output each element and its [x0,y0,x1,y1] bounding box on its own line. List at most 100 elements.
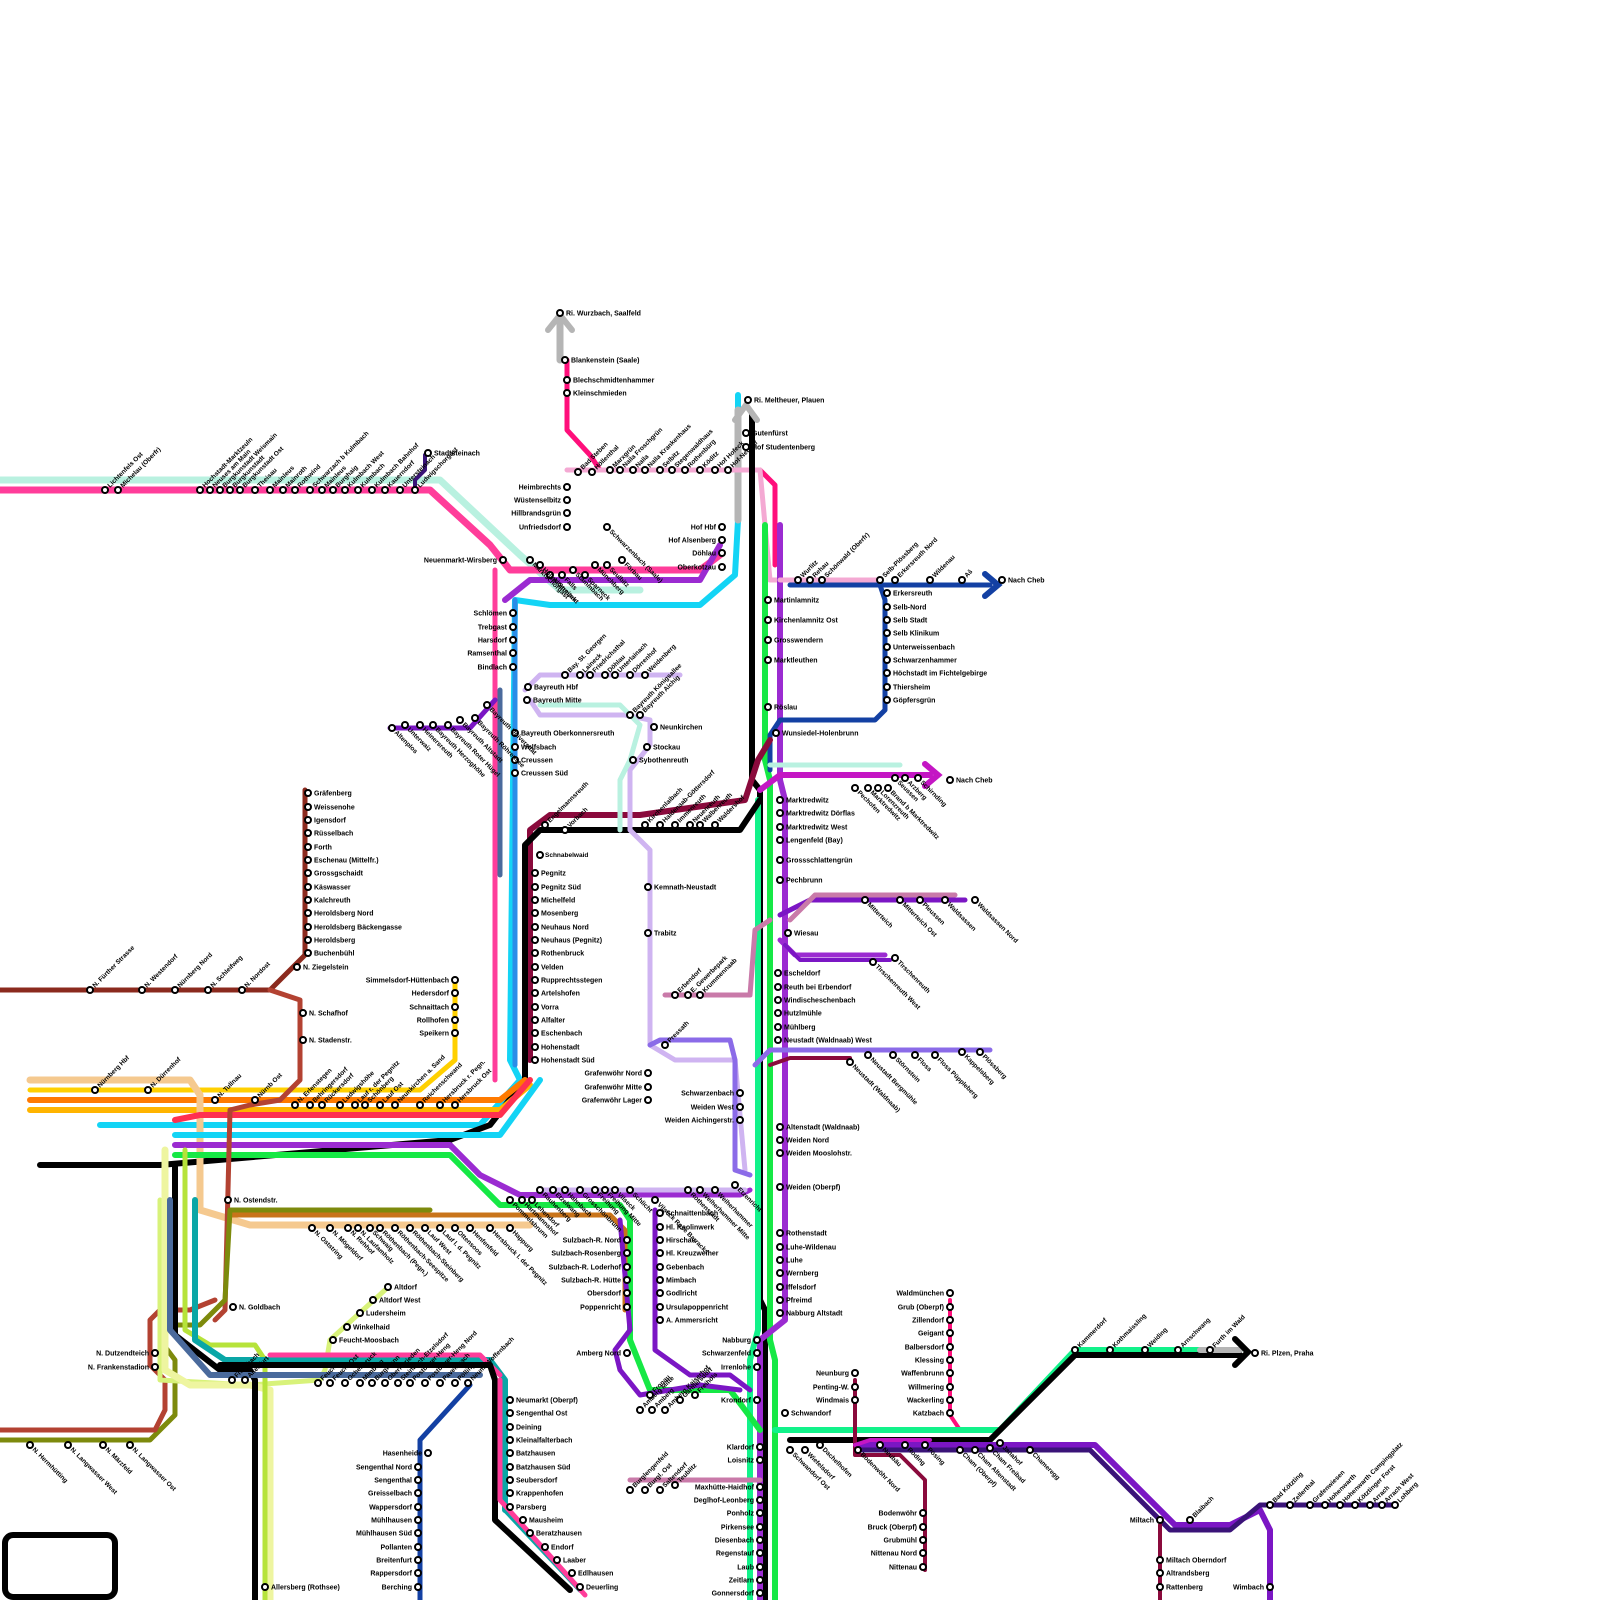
station-dot-batzhausen_sued [506,1463,514,1471]
station-dot-pechofen [851,784,859,792]
station-label-altenstadt: Altenstadt (Waldnaab) [786,1125,860,1132]
line-black-regensburg [217,1362,573,1593]
station-dot-kothmaissling [1106,1346,1114,1354]
station-label-n_maerzfeld: N. Märzfeld [104,1446,133,1475]
station-dot-iffelsdorf [776,1283,784,1291]
station-dot-wiefelsdorf [801,1446,809,1454]
station-dot-vilseck_rose [651,1196,659,1204]
station-label-chameregg: Chameregg [1031,1451,1061,1481]
station-label-neunburg: Neunburg [816,1371,849,1378]
station-label-wildenau: Wildenau [931,554,956,579]
station-dot-burghaig [329,486,337,494]
station-label-unfriedsdorf: Unfriedsdorf [519,525,562,532]
station-label-muehlhausen_sued: Mühlhausen Süd [356,1531,412,1538]
station-dot-pfreimd [776,1296,784,1304]
station-dot-sulzbach_nord [623,1236,631,1244]
station-dot-freihung_mitte [601,1186,609,1194]
station-dot-marktleuthen [764,656,772,664]
station-label-sybothenreuth: Sybothenreuth [639,758,688,765]
station-label-seubersdorf: Seubersdorf [516,1478,558,1485]
station-dot-wiesau [784,929,792,937]
station-dot-pilling [451,1379,459,1387]
station-dot-e_gewerbepark [684,991,692,999]
station-label-kleinschmieden: Kleinschmieden [573,391,627,398]
station-dot-nach_cheb_1 [998,576,1006,584]
line-rust-hersbruck [0,1297,218,1433]
station-dot-cham_altenstadt [971,1446,979,1454]
station-dot-roding [901,1441,909,1449]
station-label-schwandorf: Schwandorf [791,1411,832,1418]
station-label-breitenfurt: Breitenfurt [376,1558,412,1565]
station-dot-hersbruck_ost [451,1101,459,1109]
station-label-thiersheim: Thiersheim [893,685,930,692]
station-label-hohenstadt_sued: Hohenstadt Süd [541,1058,595,1065]
line-magenta-bodenwoehr [853,1438,932,1447]
station-dot-hoellenthal [588,468,596,476]
station-label-marktredwitz: Marktredwitz [786,798,829,805]
station-dot-immenreuth [671,821,679,829]
station-label-pegnitz_sued: Pegnitz Süd [541,885,581,892]
line-orange-pegnitz [27,1077,528,1103]
station-dot-ramsenthal [509,649,517,657]
station-label-ursulapoppenricht: Ursulapoppenricht [666,1305,729,1312]
station-dot-obersdorf [623,1289,631,1297]
station-dot-chameregg [1026,1446,1034,1454]
station-dot-oberkotzau [718,563,726,571]
station-dot-unfriedsdorf [563,523,571,531]
station-dot-roethenbach_steinberg [406,1224,414,1232]
station-dot-n_dutzendteich [151,1349,159,1357]
station-dot-n_fuerther_strasse [86,986,94,994]
station-dot-amberg_kaiserhof [661,1406,669,1414]
station-label-kalchreuth: Kalchreuth [314,898,351,905]
station-label-sulzbach_loderhof: Sulzbach-R. Loderhof [549,1265,622,1272]
station-dot-ochenbruck [341,1379,349,1387]
station-dot-escheldorf [774,969,782,977]
station-label-oberkotzau: Oberkotzau [677,565,716,572]
station-dot-gebenbach [656,1263,664,1271]
station-dot-igensdorf [304,816,312,824]
station-label-neunkirchen_sand: Neunkirchen a. Sand [396,1054,446,1104]
station-label-klardorf: Klardorf [727,1445,755,1452]
station-dot-hof_studentenberg [742,443,750,451]
station-dot-nach_cheb_2 [946,776,954,784]
station-label-ramsenthal: Ramsenthal [467,651,507,658]
station-label-n_schafhof: N. Schafhof [309,1011,349,1018]
station-label-n_langwasser_ost: N. Langwasser Ost [131,1446,178,1493]
station-dot-velden [531,963,539,971]
station-dot-fischbach [228,1376,236,1384]
line-indigo-stadtsteinach [413,453,427,492]
station-dot-zeitlarn [756,1576,764,1584]
station-dot-altdorf [384,1283,392,1291]
station-dot-neustadt_waldnaab [846,1058,854,1066]
station-dot-sengenthal [414,1476,422,1484]
station-label-pirkensee: Pirkensee [721,1525,754,1532]
station-dot-kammerdorf [1071,1346,1079,1354]
station-dot-waldershof [711,821,719,829]
station-dot-neuhaus_nord [531,923,539,931]
station-label-wackerling: Wackerling [907,1398,944,1405]
station-label-schoenwald: Schönwald (Oberfr) [823,532,871,580]
station-label-gonnersdorf: Gonnersdorf [712,1591,755,1598]
station-dot-bayreuth_roehrensee [471,714,479,722]
station-label-harsdorf: Harsdorf [478,638,508,645]
station-dot-kirchenlaibach [641,821,649,829]
station-label-waldsassen_nord: Waldsassen Nord [976,901,1019,944]
station-dot-nuernberg_nord [171,986,179,994]
station-dot-vorra [531,1003,539,1011]
station-dot-n_hermhuetting [26,1441,34,1449]
station-label-laaber: Laaber [563,1558,586,1565]
station-label-allersberg: Allersberg (Rothsee) [271,1585,340,1592]
station-dot-heroldsberg [304,936,312,944]
station-label-miltach: Miltach [1130,1518,1154,1525]
station-dot-hof_hofeck [711,466,719,474]
station-label-creussen: Creussen [521,758,553,765]
station-label-winkelhaid: Winkelhaid [353,1325,390,1332]
station-label-hof_hbf: Hof Hbf [691,525,717,532]
station-dot-trebgast [509,623,517,631]
station-dot-weissenohe [304,803,312,811]
station-label-marktredwitz_doerflas: Marktredwitz Dörflas [786,811,855,818]
station-dot-oberferrieden [381,1379,389,1387]
station-dot-lengenfeld [776,836,784,844]
